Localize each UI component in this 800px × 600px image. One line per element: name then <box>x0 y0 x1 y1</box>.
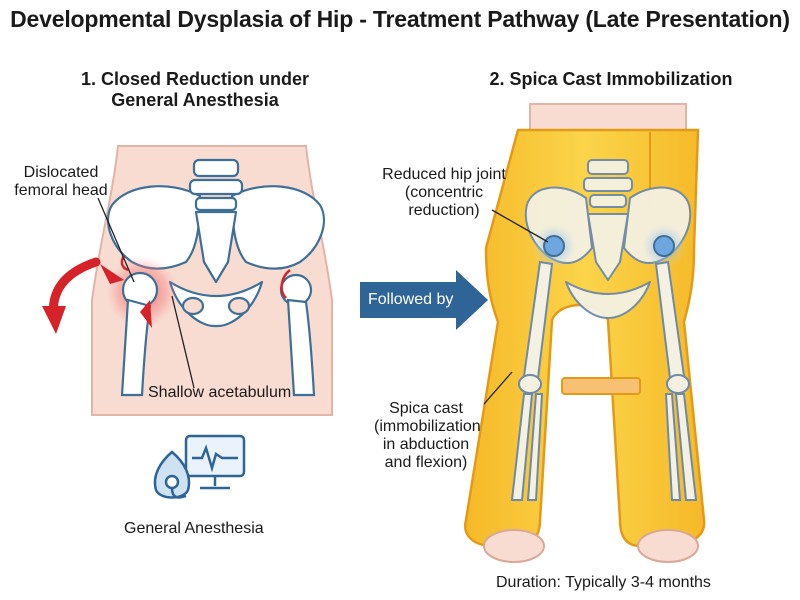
dislocated-femoral-head-label: Dislocated femoral head <box>14 164 108 199</box>
anesthesia-monitor-icon <box>184 434 246 490</box>
left-femurs <box>120 271 316 397</box>
right-leg-bones <box>510 260 698 501</box>
spica-cast-label: Spica cast (immobilization in abduction … <box>374 400 481 471</box>
reduced-hip-joint-label: Reduced hip joint (concentric reduction) <box>382 166 506 219</box>
general-anesthesia-label: General Anesthesia <box>124 520 264 537</box>
left-pelvis <box>107 158 325 328</box>
duration-label: Duration: Typically 3-4 months <box>496 574 711 591</box>
step2-title: 2. Spica Cast Immobilization <box>489 69 733 89</box>
followed-by-arrow <box>360 270 488 330</box>
shallow-acetabulum-label: Shallow acetabulum <box>148 384 292 401</box>
page-title: Developmental Dysplasia of Hip - Treatme… <box>10 6 790 32</box>
step1-title-line2: General Anesthesia <box>111 90 279 110</box>
step1-title-line1: 1. Closed Reduction under <box>80 69 310 89</box>
followed-by-label: Followed by <box>368 291 454 308</box>
anesthesia-mask-icon <box>153 450 191 499</box>
